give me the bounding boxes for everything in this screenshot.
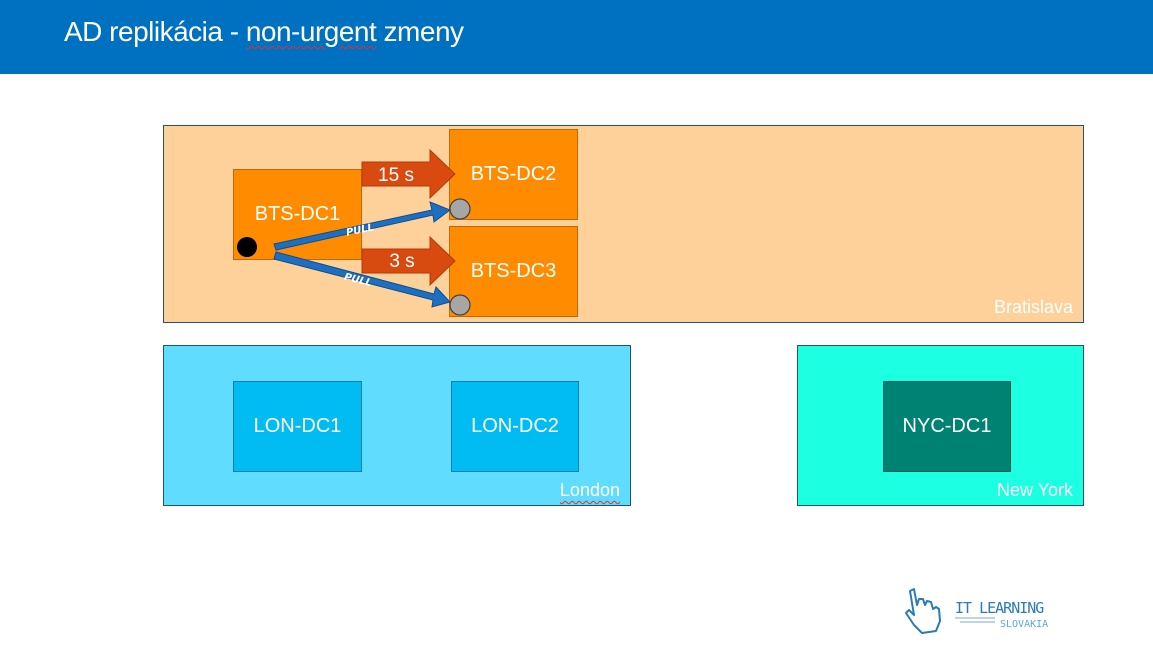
dc-nyc-dc1[interactable]: NYC-DC1 [883,381,1011,472]
title-prefix: AD replikácia - [64,16,246,47]
dc-bts-dc1[interactable]: BTS-DC1 [233,169,362,260]
dc-label: BTS-DC1 [254,203,341,225]
dc-lon-dc2[interactable]: LON-DC2 [451,381,579,472]
site-label-new-york: New York [996,480,1073,500]
dc-bts-dc3[interactable]: BTS-DC3 [449,226,578,317]
dc-label: LON-DC2 [471,415,559,437]
dc-label: NYC-DC1 [902,415,992,437]
dc-label: BTS-DC2 [470,163,557,185]
logo-text-sub: SLOVAKIA [1000,619,1048,630]
title-underlined-word: non-urgent [245,16,377,47]
logo-text-main: IT LEARNING [955,599,1044,617]
dc-lon-dc1[interactable]: LON-DC1 [233,381,362,472]
it-learning-logo: IT LEARNING SLOVAKIA [900,585,1050,640]
dc-bts-dc2[interactable]: BTS-DC2 [449,129,578,220]
site-label-london: London [559,480,620,500]
dc-label: LON-DC1 [253,415,342,437]
dc-label: BTS-DC3 [470,260,557,282]
slide-header: AD replikácia - non-urgent zmeny [0,0,1153,74]
site-label-bratislava: Bratislava [993,297,1073,317]
hand-pointer-icon: IT LEARNING SLOVAKIA [905,588,1048,634]
title-suffix: zmeny [376,16,464,47]
slide-title: AD replikácia - non-urgent zmeny [64,16,464,48]
